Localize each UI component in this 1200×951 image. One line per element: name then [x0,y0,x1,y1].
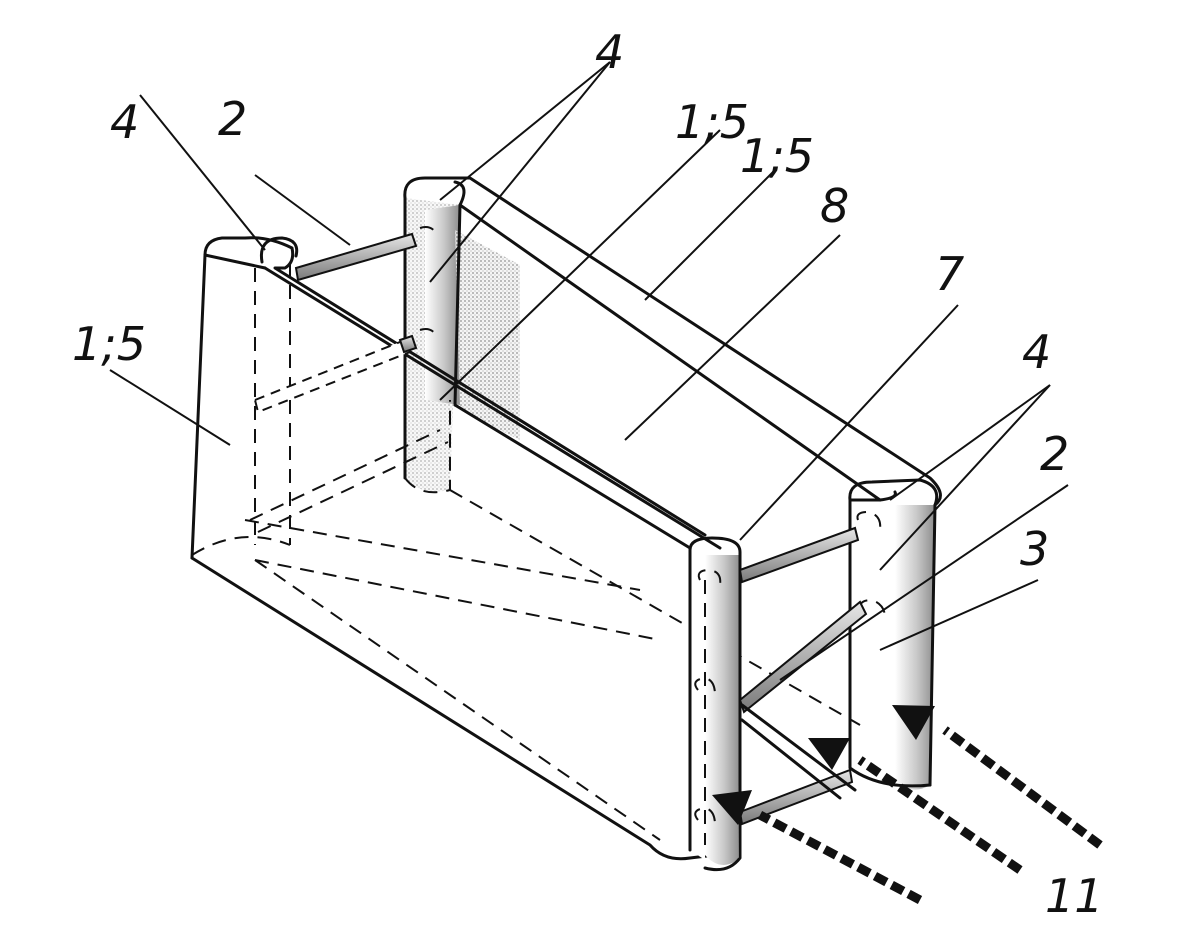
back-wall [405,178,941,505]
label-left-rod: 2 [218,92,247,146]
label-left-top-column: 4 [110,95,139,149]
label-back-wall-a: 1;5 [675,95,749,149]
label-front-edge: 7 [935,247,964,301]
label-right-pair: 4 [1022,325,1051,379]
right-column [850,480,937,789]
label-left-wall: 1;5 [72,317,146,371]
label-right-rod: 2 [1040,427,1069,481]
flow-arrow-2-head [808,738,850,770]
label-floor: 8 [820,179,849,233]
label-channel-gap: 3 [1020,522,1049,576]
front-right-column [690,538,740,870]
label-back-wall-b: 1;5 [740,129,814,183]
label-back-top-pair: 4 [595,25,624,79]
label-flow: 11 [1045,869,1104,923]
reference-labels: 4 2 4 1;5 1;5 8 7 1;5 4 2 3 11 [72,25,1104,923]
